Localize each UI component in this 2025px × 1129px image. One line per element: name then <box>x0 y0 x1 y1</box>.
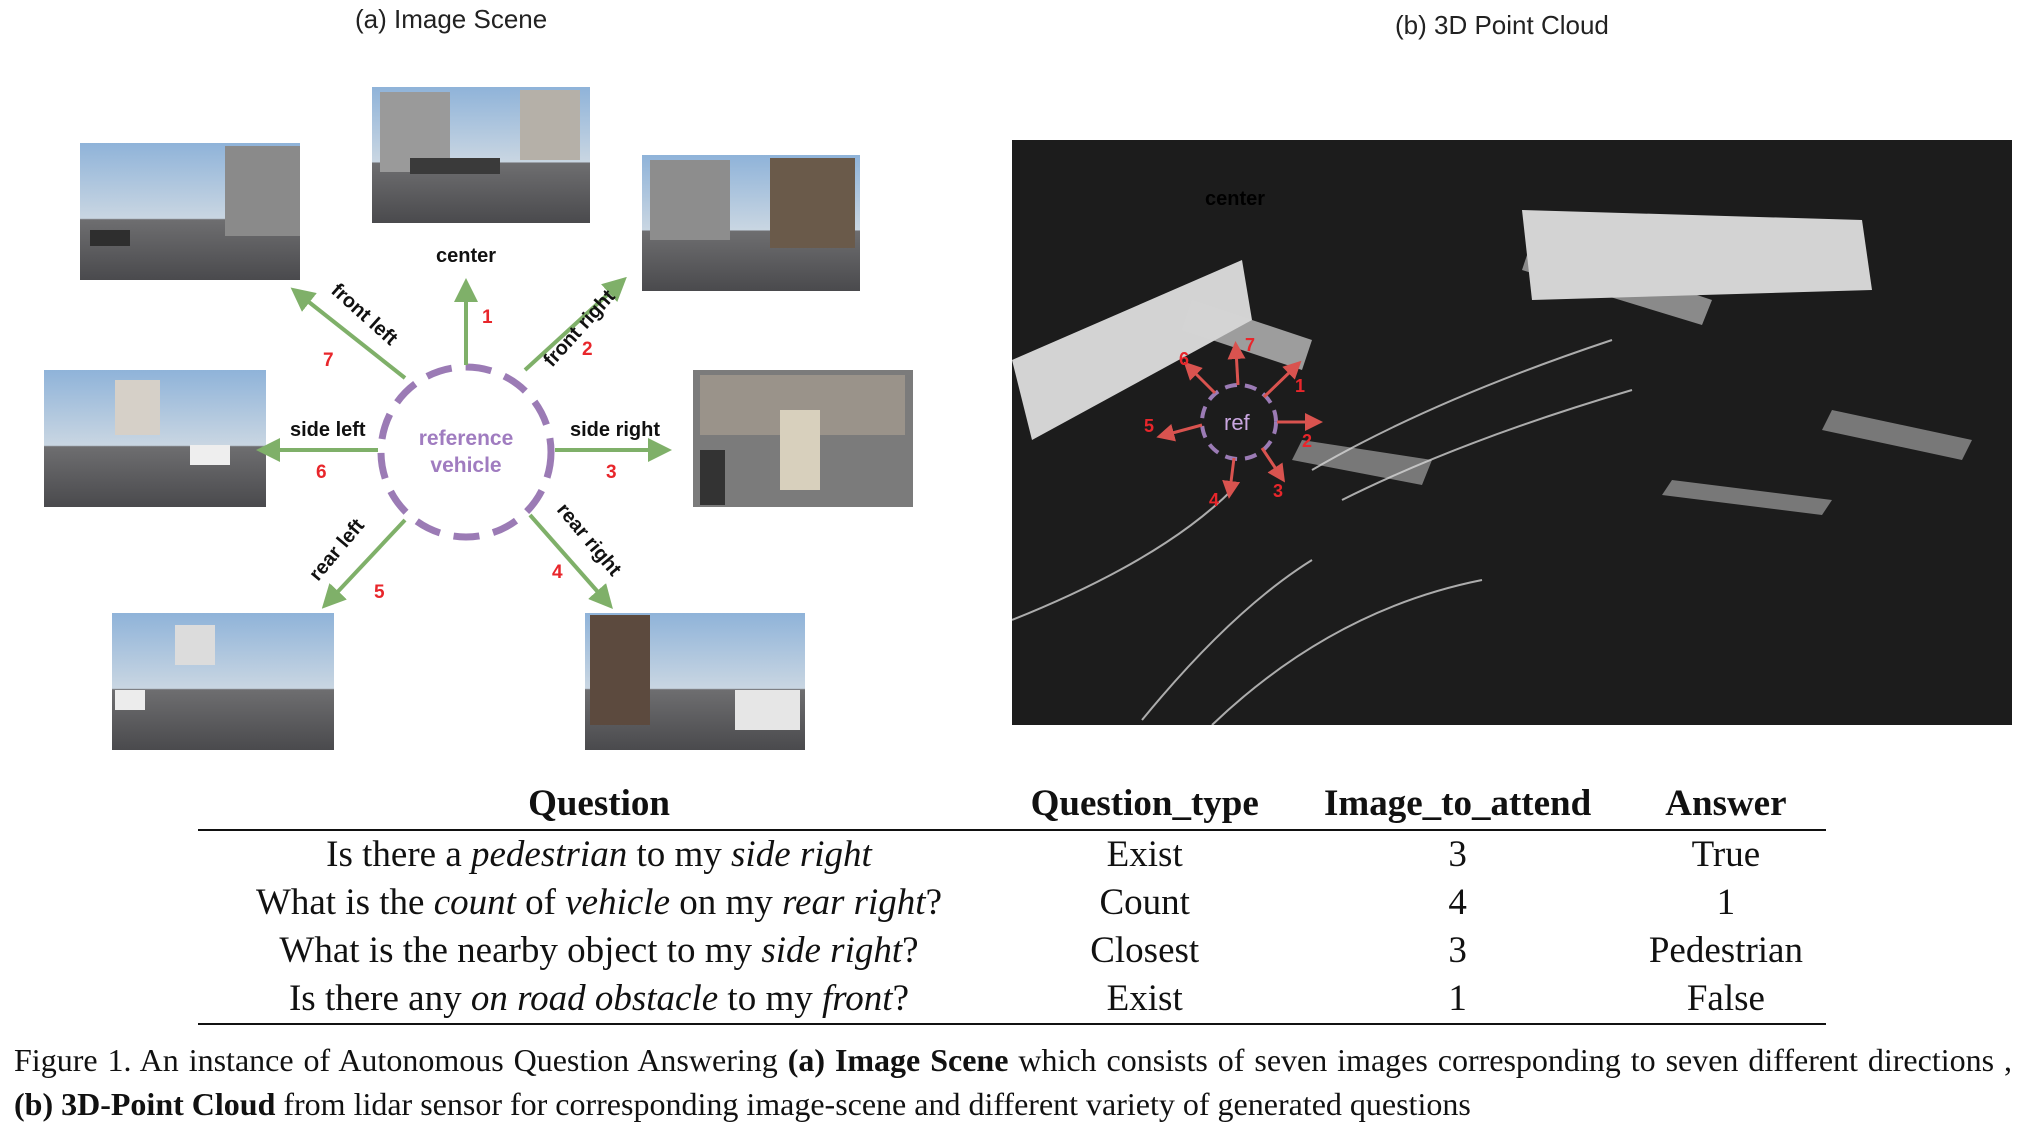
label-center: center <box>436 245 496 267</box>
figure-caption: Figure 1. An instance of Autonomous Ques… <box>14 1042 2013 1122</box>
number-4: 4 <box>552 562 563 583</box>
answer-cell: True <box>1691 834 1761 875</box>
question-cell: Is there any on road obstacle to my fron… <box>198 975 1000 1025</box>
table-row: Is there a pedestrian to my side right E… <box>198 830 1826 879</box>
arrow-front-left <box>290 287 407 380</box>
question-table: Question Question_type Image_to_attend A… <box>198 780 1826 1025</box>
arrow-rear-right <box>528 513 613 609</box>
header-question-type: Question_type <box>1000 780 1290 831</box>
header-answer: Answer <box>1625 780 1826 831</box>
image-scene-diagram: reference vehicle center front right sid… <box>44 87 913 750</box>
number-6: 6 <box>316 462 327 483</box>
lidar-structures <box>1012 210 1972 515</box>
cloud-number-4: 4 <box>1209 490 1219 510</box>
photo-front-left <box>80 143 300 280</box>
type-cell: Closest <box>1090 930 1200 971</box>
photo-rear-left <box>112 613 334 750</box>
number-2: 2 <box>582 339 593 360</box>
cloud-number-6: 6 <box>1179 349 1189 369</box>
image-cell: 1 <box>1289 975 1626 1025</box>
cloud-number-2: 2 <box>1302 431 1312 451</box>
photo-center <box>372 87 590 223</box>
image-cell: 3 <box>1448 834 1467 875</box>
cloud-arrow-1 <box>1262 360 1302 399</box>
arrow-front-right <box>523 276 627 372</box>
label-front-right: front right <box>539 285 619 371</box>
photo-rear-right <box>585 613 805 750</box>
panel-a-title: (a) Image Scene <box>355 4 548 34</box>
number-1: 1 <box>482 307 493 328</box>
image-cell: 4 <box>1448 882 1467 923</box>
table-header-row: Question Question_type Image_to_attend A… <box>198 780 1826 831</box>
number-7: 7 <box>323 350 334 371</box>
label-front-left: front left <box>327 279 402 350</box>
label-rear-right: rear right <box>552 499 626 581</box>
type-cell: Exist <box>1106 834 1183 875</box>
photo-side-right <box>693 370 913 507</box>
type-cell: Count <box>1099 882 1190 923</box>
question-cell: What is the nearby object to my side rig… <box>279 930 919 971</box>
photo-side-left <box>44 370 266 507</box>
table-row: What is the count of vehicle on my rear … <box>198 879 1826 927</box>
header-image-to-attend: Image_to_attend <box>1289 780 1626 831</box>
center-tag: center <box>1205 188 1265 210</box>
reference-label-line2: vehicle <box>430 454 501 477</box>
point-cloud-image: center ref 1 2 3 4 5 6 7 <box>1011 140 2012 726</box>
arrow-rear-left <box>321 518 407 609</box>
label-side-right: side right <box>570 419 660 441</box>
table-row: What is the nearby object to my side rig… <box>198 927 1826 975</box>
cloud-arrow-6 <box>1183 361 1217 395</box>
cloud-arrow-3 <box>1260 447 1285 483</box>
cloud-arrow-5 <box>1156 423 1203 442</box>
panel-b-title: (b) 3D Point Cloud <box>1395 10 1609 40</box>
label-rear-left: rear left <box>305 515 369 586</box>
number-3: 3 <box>606 462 617 483</box>
answer-cell: False <box>1625 975 1826 1025</box>
question-cell: Is there a pedestrian to my side right <box>326 834 872 875</box>
image-cell: 3 <box>1448 930 1467 971</box>
cloud-number-1: 1 <box>1295 376 1305 396</box>
answer-cell: Pedestrian <box>1648 930 1803 971</box>
answer-cell: 1 <box>1716 882 1736 923</box>
table-row: Is there any on road obstacle to my fron… <box>198 975 1826 1025</box>
cloud-number-3: 3 <box>1273 481 1283 501</box>
type-cell: Exist <box>1000 975 1290 1025</box>
header-question: Question <box>198 780 1000 831</box>
ref-circle <box>1200 383 1278 461</box>
cloud-arrow-4 <box>1222 457 1241 499</box>
lidar-rings <box>1011 339 1633 726</box>
photo-front-right <box>642 155 860 291</box>
question-cell: What is the count of vehicle on my rear … <box>255 882 943 923</box>
reference-circle <box>377 363 555 541</box>
cloud-number-7: 7 <box>1245 335 1255 355</box>
cloud-number-5: 5 <box>1144 416 1154 436</box>
label-side-left: side left <box>290 419 366 441</box>
reference-label-line1: reference <box>419 427 514 450</box>
number-5: 5 <box>374 582 385 603</box>
cloud-arrow-7 <box>1227 341 1246 386</box>
ref-label: ref <box>1224 410 1251 435</box>
